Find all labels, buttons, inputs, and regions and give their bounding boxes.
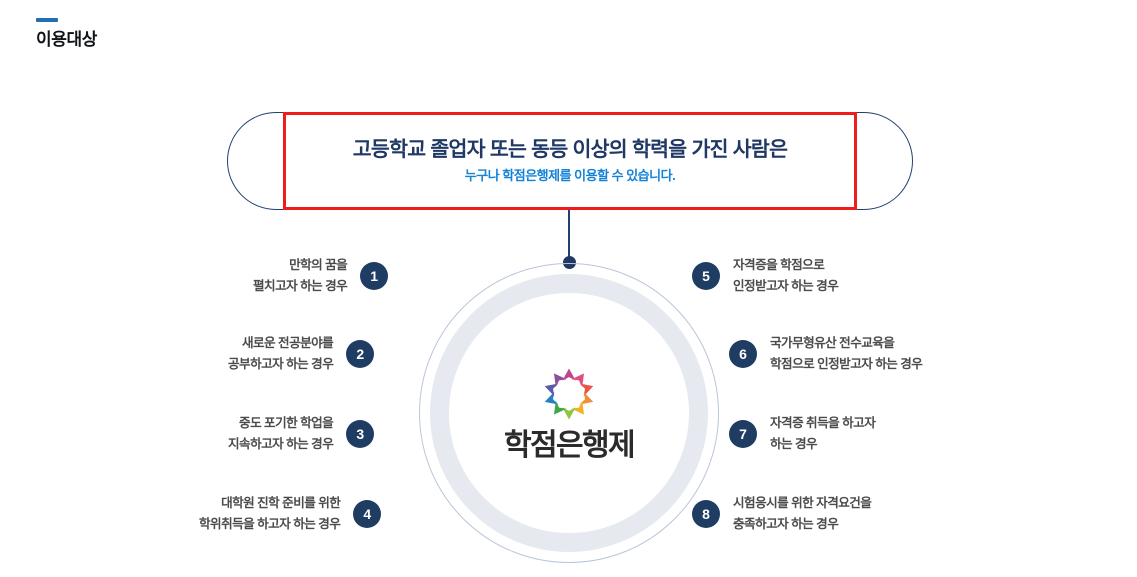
item-badge: 8 bbox=[692, 499, 720, 528]
outer-ring bbox=[419, 263, 719, 563]
center-wordmark: 학점은행제 bbox=[504, 429, 636, 462]
item-badge: 1 bbox=[360, 261, 389, 290]
page-title: 이용대상 bbox=[36, 30, 97, 49]
item-badge: 5 bbox=[692, 261, 720, 290]
inner-circle: 학점은행제 bbox=[449, 293, 689, 533]
connector-line bbox=[568, 210, 570, 263]
callout-red-box: 고등학교 졸업자 또는 동등 이상의 학력을 가진 사람은 누구나 학점은행제를… bbox=[283, 112, 857, 210]
item-badge: 4 bbox=[353, 499, 382, 528]
credit-bank-flower-logo-icon bbox=[544, 368, 594, 420]
section-header: 이용대상 bbox=[36, 18, 97, 48]
header-accent-dash bbox=[36, 18, 58, 22]
callout-subline: 누구나 학점은행제를 이용할 수 있습니다. bbox=[464, 167, 676, 183]
item-badge: 6 bbox=[729, 339, 757, 368]
item-badge: 3 bbox=[346, 419, 375, 448]
item-badge: 2 bbox=[346, 339, 375, 368]
center-emblem: 학점은행제 bbox=[0, 150, 1137, 563]
item-badge: 7 bbox=[729, 419, 757, 448]
callout-headline: 고등학교 졸업자 또는 동등 이상의 학력을 가진 사람은 bbox=[352, 138, 788, 162]
